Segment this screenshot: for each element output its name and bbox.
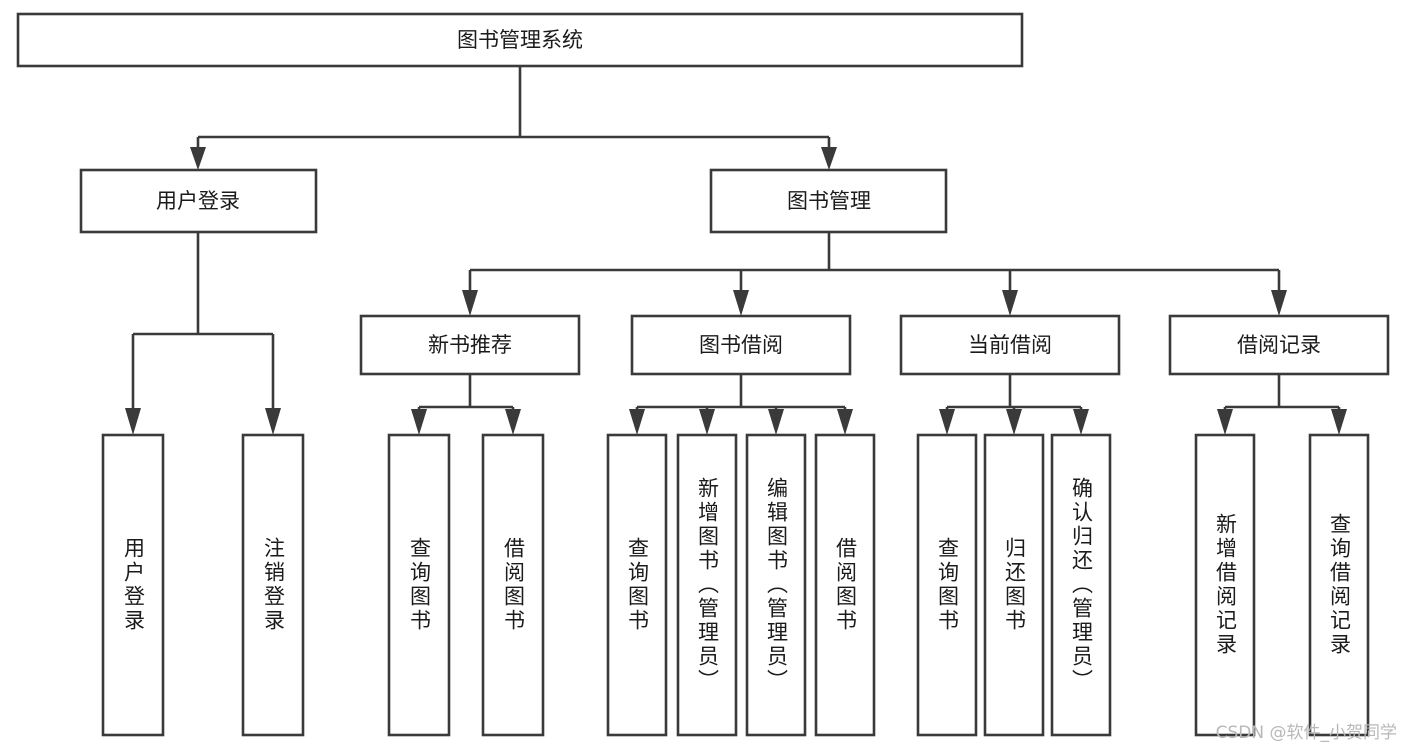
leaf-label-query-borrow-record: 查询借阅记录 [1327,513,1352,657]
connector-group-book-borrow [629,374,853,435]
leaf-label-return-book: 归还图书 [1002,537,1027,633]
watermark-text: CSDN @软件_小贺同学 [1215,723,1397,743]
arrow-to-book-management [821,147,837,170]
leaf-box-query-book-current[interactable] [916,433,978,737]
arrow-to-leaf-query-book-current [939,409,955,435]
node-book-management-box[interactable] [709,168,948,234]
arrow-to-book-borrow [733,290,749,316]
arrow-to-leaf-user-login [125,408,141,435]
leaf-label-query-book-borrow: 查询图书 [625,537,650,633]
leaf-box-return-book[interactable] [983,433,1045,737]
arrow-to-leaf-add-book-admin [699,409,715,435]
leaf-label-borrow-book: 借阅图书 [833,537,858,633]
node-book-borrow-box[interactable] [630,314,852,376]
node-root-box[interactable] [16,12,1024,68]
leaf-box-query-book-borrow[interactable] [606,433,668,737]
node-root-label: 图书管理系统 [457,28,583,52]
arrow-to-new-book-recommend [462,290,478,316]
arrow-to-leaf-query-book-borrow [629,409,645,435]
node-book-management-label: 图书管理 [787,189,871,213]
node-book-borrow-label: 图书借阅 [699,333,783,357]
leaf-box-query-borrow-record[interactable] [1308,433,1370,737]
leaf-box-confirm-return-admin[interactable] [1050,433,1112,737]
connector-group-borrow-record [1217,374,1347,435]
leaf-box-add-borrow-record[interactable] [1194,433,1256,737]
leaf-label-confirm-return-admin: 确认归还（管理员） [1069,477,1094,693]
leaf-box-edit-book-admin[interactable] [745,433,807,737]
node-new-book-recommend-label: 新书推荐 [428,333,512,357]
leaf-box-user-login[interactable] [101,433,165,737]
leaf-label-add-borrow-record: 新增借阅记录 [1213,513,1238,657]
node-user-login-box[interactable] [79,168,318,234]
leaf-box-query-book-rec[interactable] [387,433,451,737]
arrow-to-borrow-record [1271,290,1287,316]
leaf-box-add-book-admin[interactable] [676,433,738,737]
node-borrow-record-box[interactable] [1168,314,1390,376]
connector-group-new-book-recommend [411,374,521,435]
leaf-box-logout[interactable] [241,433,305,737]
arrow-to-leaf-logout [265,408,281,435]
leaf-label-borrow-book-rec: 借阅图书 [501,537,526,633]
node-current-borrow-label: 当前借阅 [968,333,1052,357]
leaf-label-query-book-rec: 查询图书 [407,537,432,633]
node-book-borrow[interactable]: 图书借阅 [630,314,852,376]
arrow-to-leaf-borrow-book-rec [505,409,521,435]
leaf-boxes [101,433,1370,737]
connector-group-root [190,66,837,170]
node-current-borrow[interactable]: 当前借阅 [899,314,1121,376]
node-current-borrow-box[interactable] [899,314,1121,376]
node-new-book-recommend-box[interactable] [359,314,581,376]
connector-group-user-login [125,232,281,435]
arrow-to-current-borrow [1002,290,1018,316]
connector-group-current-borrow [939,374,1089,435]
leaf-label-user-login: 用户登录 [121,537,146,633]
leaf-label-edit-book-admin: 编辑图书（管理员） [764,477,789,693]
leaf-label-logout: 注销登录 [261,537,286,633]
arrow-to-leaf-add-borrow-record [1217,409,1233,435]
arrow-to-leaf-borrow-book [837,409,853,435]
arrow-to-leaf-return-book [1006,409,1022,435]
arrow-to-leaf-confirm-return-admin [1073,409,1089,435]
node-user-login[interactable]: 用户登录 [79,168,318,234]
arrow-to-user-login [190,147,206,170]
node-borrow-record[interactable]: 借阅记录 [1168,314,1390,376]
node-root[interactable]: 图书管理系统 [16,12,1024,68]
node-borrow-record-label: 借阅记录 [1237,333,1321,357]
leaf-label-query-book-current: 查询图书 [935,537,960,633]
arrow-to-leaf-query-borrow-record [1331,409,1347,435]
connector-group-book-management [462,232,1287,316]
leaf-box-borrow-book-rec[interactable] [481,433,545,737]
node-new-book-recommend[interactable]: 新书推荐 [359,314,581,376]
arrow-to-leaf-query-book-rec [411,409,427,435]
leaf-box-borrow-book[interactable] [814,433,876,737]
arrow-to-leaf-edit-book-admin [768,409,784,435]
node-user-login-label: 用户登录 [156,189,240,213]
node-book-management[interactable]: 图书管理 [709,168,948,234]
leaf-label-add-book-admin: 新增图书（管理员） [695,477,720,693]
